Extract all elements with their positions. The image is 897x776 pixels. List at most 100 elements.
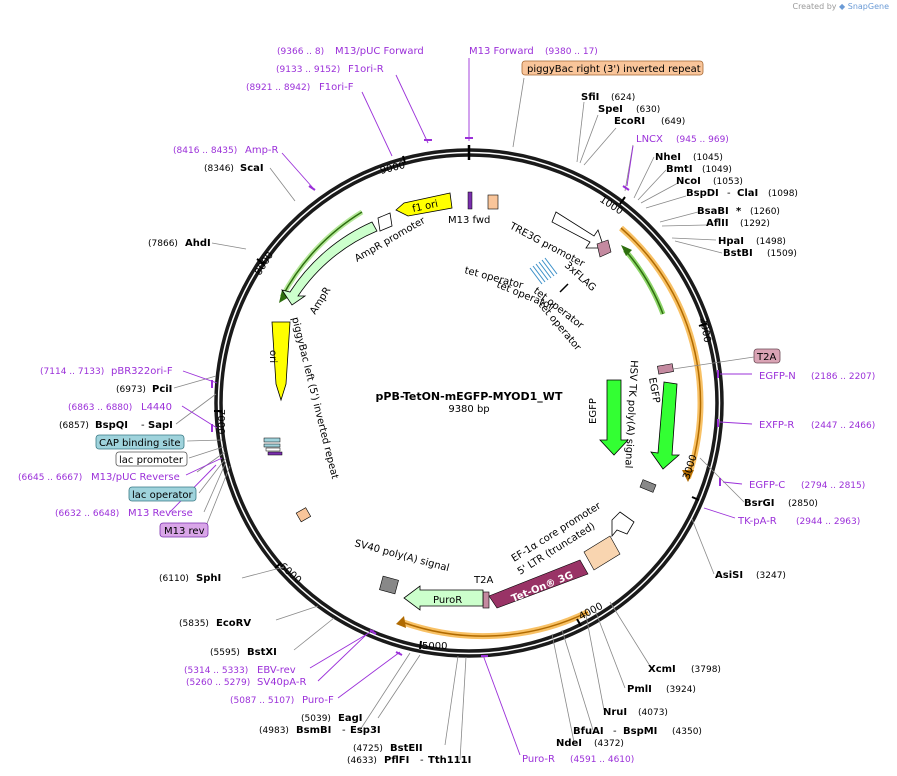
site-bsteii: BstEII (390, 743, 423, 754)
lac-promoter-box (115, 451, 188, 467)
insert-arc-head (682, 470, 694, 482)
primer-puro-f: Puro-F (302, 695, 334, 706)
sv40-label: SV40 poly(A) signal (353, 538, 450, 574)
pb-right-feature (487, 194, 499, 210)
primer-m13-rev-coord: (6632 .. 6648) (55, 509, 119, 519)
m13-rev-box (159, 522, 209, 538)
ori-label: ori (267, 350, 278, 363)
site-tth111i: Tth111I (428, 755, 471, 766)
tet-operator-single (559, 283, 569, 293)
site-sfii: SfiI (581, 92, 599, 103)
site-clai: ClaI (737, 188, 758, 199)
tick-mark-6000 (274, 562, 282, 569)
puror-label: PuroR (433, 595, 462, 606)
site-bstxi-coord: (5595) (210, 648, 240, 658)
m13-rev-label: M13 rev (164, 526, 205, 537)
ltr-box (583, 535, 621, 571)
tre-green-arc (623, 248, 666, 315)
tick-mark-9000 (402, 155, 406, 164)
tre-green-arc-line (624, 249, 664, 315)
primer-ticks (211, 137, 721, 657)
site-ecorv-coord: (5835) (179, 619, 209, 629)
site-ncoi-coord: (1053) (713, 177, 743, 187)
puror-arrow (403, 585, 484, 611)
primer-egfp-c: EGFP-C (749, 480, 785, 491)
sv40-mark (379, 575, 399, 595)
primer-ebv-rev-coord: (5314 .. 5333) (184, 666, 248, 676)
site-xcmi-coord: (3798) (691, 665, 721, 675)
egfp-label-2: EGFP (646, 377, 661, 404)
egfp-arrow-2 (650, 381, 681, 470)
site-eagi-coord: (5039) (301, 714, 331, 724)
primer-puro-r-coord: (4591 .. 4610) (570, 755, 634, 765)
lac-promoter-label: lac promoter (119, 455, 184, 466)
site-bstbi: BstBI (723, 248, 753, 259)
site-bspqi-coord: (6857) (59, 421, 89, 431)
site-aflii: AflII (706, 218, 729, 229)
t2a-inner-label: T2A (473, 575, 493, 586)
site-bsrgi-coord: (2850) (788, 499, 818, 509)
m13-fwd-mark (467, 191, 473, 210)
t2a-box (753, 348, 781, 364)
primer-f1ori-f-coord: (8921 .. 8942) (246, 83, 310, 93)
pb-left-label: piggyBac left (5') inverted repeat (289, 316, 340, 480)
primer-puro-r: Puro-R (522, 754, 555, 765)
site-pmli-coord: (3924) (666, 685, 696, 695)
m13-fwd-label: M13 fwd (448, 215, 490, 226)
primer-amp-r: Amp-R (245, 145, 279, 156)
site-sfii-coord: (624) (611, 93, 635, 103)
site-pflfi-coord: (4633) (347, 756, 377, 766)
tick-mark-1000 (619, 196, 626, 205)
egfp-arrow-1 (599, 379, 629, 456)
tick-7000: 7000 (215, 409, 226, 434)
primer-f1ori-r-coord: (9133 .. 9152) (276, 65, 340, 75)
primer-m13puc-fwd-coord: (9366 .. 8) (277, 47, 324, 57)
cap-binding-label: CAP binding site (99, 438, 181, 449)
site-bspmi: BspMI (623, 726, 657, 737)
ampr-green-arc-head (279, 290, 289, 303)
primer-egfp-n-coord: (2186 .. 2207) (811, 372, 875, 382)
site-ndei: NdeI (556, 738, 582, 749)
tick-5000: 5000 (422, 641, 447, 652)
tick-3000: 3000 (681, 453, 699, 481)
site-bstxi: BstXI (247, 647, 277, 658)
primer-sv40pa-r-coord: (5260 .. 5279) (186, 678, 250, 688)
t2a-mark-right (657, 363, 674, 375)
piggybac-right-label: piggyBac right (3') inverted repeat (527, 64, 701, 75)
site-bsmbi: BsmBI (296, 725, 331, 736)
primer-egfp-c-coord: (2794 .. 2815) (801, 481, 865, 491)
site-bstbi-coord: (1509) (767, 249, 797, 259)
site-pmli: PmlI (627, 684, 652, 695)
tick-mark-8000 (256, 258, 265, 265)
tre3g-arrow (551, 211, 605, 249)
lac-operator-mark (263, 437, 281, 443)
site-nhei: NheI (655, 152, 681, 163)
site-nrui-coord: (4073) (638, 708, 668, 718)
site-bsabi: BsaBI (697, 206, 729, 217)
primer-sv40pa-r: SV40pA-R (257, 677, 306, 688)
site-sphi-coord: (6110) (159, 574, 189, 584)
tick-mark-4000 (576, 618, 582, 627)
piggybac-right-box (521, 60, 704, 76)
site-ndei-coord: (4372) (594, 739, 624, 749)
tick-mark-5000 (419, 640, 422, 650)
snapgene-credit: Created by ◆ SnapGene (792, 2, 889, 11)
site-hpai: HpaI (718, 236, 744, 247)
site-pflfi-dash: - (420, 755, 424, 766)
site-pcii-coord: (6973) (116, 385, 146, 395)
site-bspdi-dash: - (727, 188, 731, 199)
primer-f1ori-f: F1ori-F (319, 82, 354, 93)
ampr-arrow (281, 221, 378, 306)
site-pflfi: PflFI (384, 755, 409, 766)
primer-m13-fwd-coord: (9380 .. 17) (545, 47, 598, 57)
primer-tk-pa-r: TK-pA-R (737, 516, 777, 527)
site-bspmi-coord: (4350) (672, 727, 702, 737)
site-sapi: SapI (148, 420, 173, 431)
f1-ori-label: f1 ori (411, 199, 439, 215)
primer-exfp-r-coord: (2447 .. 2466) (811, 421, 875, 431)
tick-9000: 9000 (379, 160, 406, 177)
site-scai-coord: (8346) (204, 164, 234, 174)
primer-pbr322: pBR322ori-F (111, 366, 173, 377)
site-aflii-coord: (1292) (740, 219, 770, 229)
lac-operator-label: lac operator (132, 490, 193, 501)
